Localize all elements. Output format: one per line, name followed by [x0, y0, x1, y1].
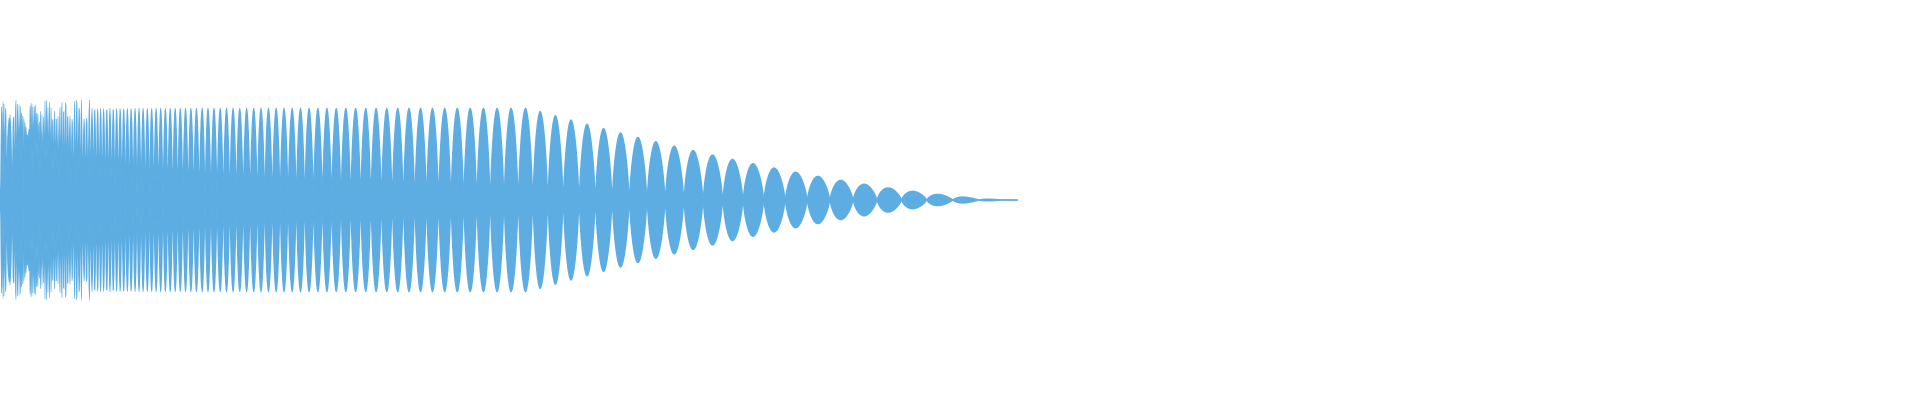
waveform-shape	[0, 99, 1018, 301]
